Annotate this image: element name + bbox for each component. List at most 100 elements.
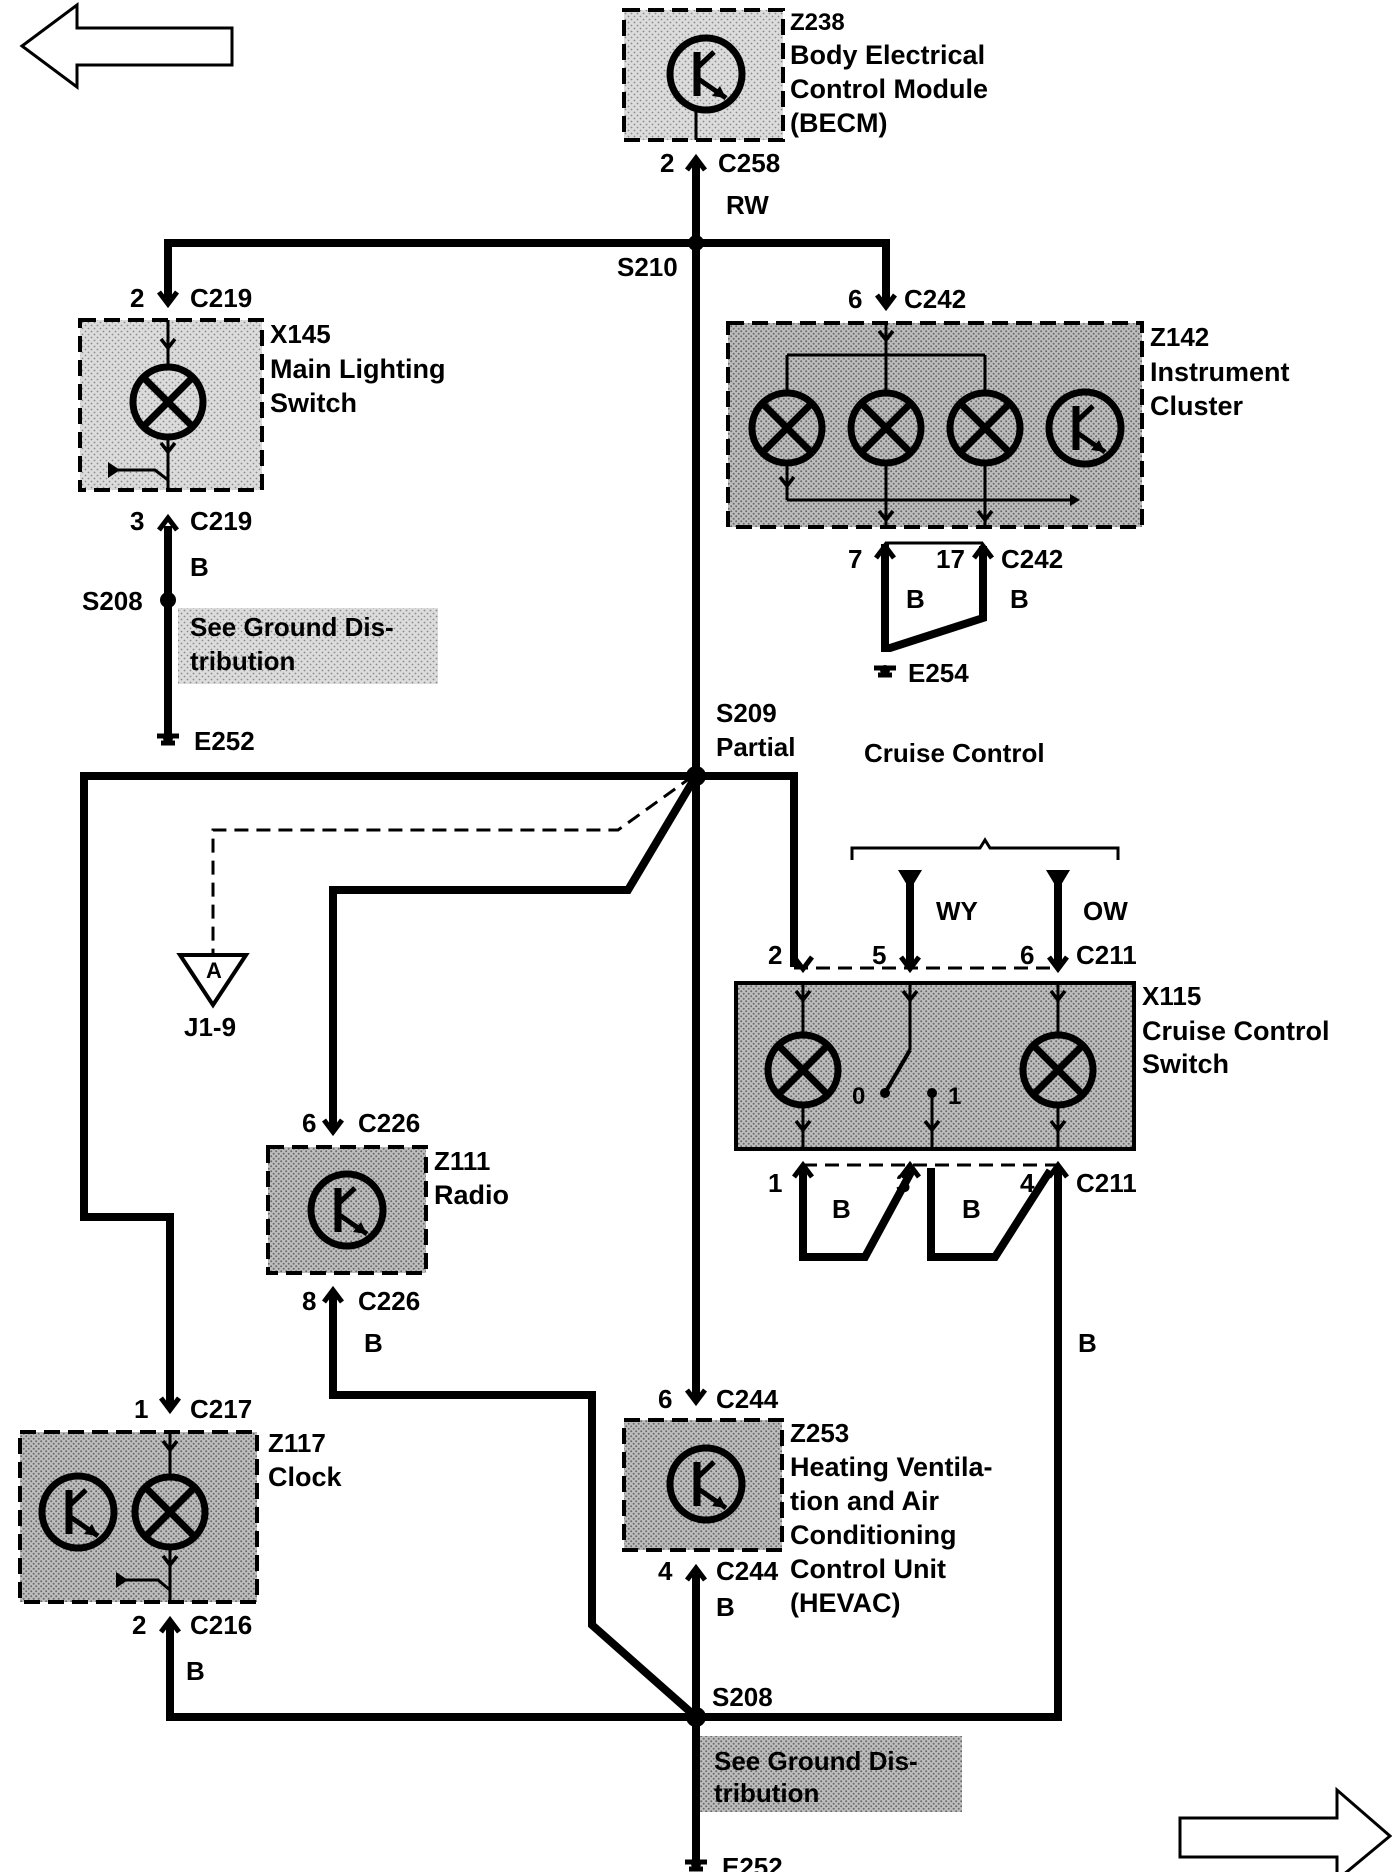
- wire-x115-3-4-jumper: [927, 1168, 1054, 1261]
- wire-wy-label: WY: [936, 896, 978, 926]
- pin-c211-4-label: 4: [1020, 1168, 1035, 1198]
- pin-c211-3-label: 3: [896, 1168, 910, 1198]
- e252-bottom-label: E252: [722, 1852, 783, 1872]
- ground-note-1-shade: [178, 608, 438, 684]
- ground-note-2-line1: See Ground Dis-: [714, 1746, 918, 1776]
- wire-b-c242-17-label: B: [1010, 584, 1029, 614]
- ground-note-2-line2: tribution: [714, 1778, 819, 1808]
- switch-pos-0: 0: [852, 1083, 865, 1110]
- c211-top-label: C211: [1076, 940, 1137, 970]
- x115-sw-blade: [883, 1048, 912, 1095]
- c226-bottom-label: C226: [358, 1286, 420, 1316]
- wire-b-c242-7-label: B: [906, 584, 925, 614]
- becm-id: Z238: [790, 9, 845, 36]
- x115-id: X115: [1142, 981, 1201, 1011]
- wire-radio-ground: [329, 1294, 702, 1723]
- pin-c211-2-label: 2: [768, 940, 782, 970]
- radio-id: Z111: [434, 1146, 490, 1176]
- clock-dimmer-arrowhead-icon: [116, 1572, 128, 1588]
- s210-label: S210: [617, 252, 678, 282]
- pin-c258-label: 2: [660, 148, 674, 178]
- c242-bottom-label: C242: [1001, 544, 1063, 574]
- clock-label: Clock: [268, 1462, 343, 1492]
- x145-label-2: Switch: [270, 388, 357, 418]
- radio-box: [266, 1145, 428, 1275]
- pin-c216-2-label: 2: [132, 1610, 146, 1640]
- pin-c242-6-label: 6: [848, 284, 862, 314]
- hevac-id: Z253: [790, 1418, 849, 1448]
- wire-b-x115-4-label: B: [1078, 1328, 1097, 1358]
- e254-label: E254: [908, 658, 969, 688]
- s209-label: S209: [716, 698, 777, 728]
- wire-x115-1-3-jumper: [799, 1168, 916, 1261]
- switch-pos-1: 1: [948, 1083, 961, 1110]
- becm-label-3: (BECM): [790, 108, 887, 138]
- pin-c226-6-label: 6: [302, 1108, 316, 1138]
- cruise-control-heading: Cruise Control: [864, 738, 1045, 768]
- clock-id: Z117: [268, 1428, 326, 1458]
- wire-b-radio-label: B: [364, 1328, 383, 1358]
- wire-s209-to-x115: [692, 772, 798, 967]
- dashed-ref-line: [211, 774, 694, 955]
- wire-s210-to-x145: [164, 239, 700, 302]
- e252-bottom-ground-icon: [685, 1859, 707, 1869]
- s208-top-node: [160, 592, 176, 608]
- next-page-arrow-icon[interactable]: [1178, 1786, 1392, 1872]
- wire-s209-to-radio: [329, 770, 702, 1128]
- wire-b-x145-label: B: [190, 552, 209, 582]
- prev-page-arrow-icon[interactable]: [19, 2, 234, 90]
- becm-label-2: Control Module: [790, 74, 988, 104]
- wire-x115-4-ground: [692, 1168, 1062, 1721]
- pin-c219-2-label: 2: [130, 283, 144, 313]
- c242-top-label: C242: [904, 284, 966, 314]
- wire-b-clock-label: B: [186, 1656, 205, 1686]
- pin-c242-17-label: 17: [936, 544, 965, 574]
- hevac-label-4: Control Unit: [790, 1554, 946, 1584]
- wire-b-x115-1-label: B: [832, 1194, 851, 1224]
- z142-arrowhead-icon: [1070, 494, 1080, 506]
- c258-label: C258: [718, 148, 780, 178]
- hevac-label-3: Conditioning: [790, 1520, 956, 1550]
- pin-c244-4-label: 4: [658, 1556, 673, 1586]
- wire-ow-label: OW: [1083, 896, 1128, 926]
- s210-node: [688, 235, 704, 251]
- wire-clock-ground: [166, 1624, 700, 1721]
- c226-top-label: C226: [358, 1108, 420, 1138]
- becm-box: [622, 8, 785, 142]
- pin-c244-6-label: 6: [658, 1384, 672, 1414]
- radio-label: Radio: [434, 1180, 509, 1210]
- wire-b-x115-3-label: B: [962, 1194, 981, 1224]
- pin-c219-3-label: 3: [130, 506, 144, 536]
- wire-c242-7-17-ground: [881, 544, 987, 652]
- clock-dimmer-arrow: [120, 1578, 171, 1592]
- wire-s209-to-clock: [80, 772, 700, 1407]
- e252-top-label: E252: [194, 726, 255, 756]
- hevac-label-2: tion and Air: [790, 1486, 939, 1516]
- z142-label-2: Cluster: [1150, 391, 1244, 421]
- hevac-label-5: (HEVAC): [790, 1588, 901, 1618]
- ground-note-1-line1: See Ground Dis-: [190, 612, 394, 642]
- x145-dimmer-arrow: [112, 468, 169, 482]
- x145-id: X145: [270, 319, 331, 349]
- cruise-control-bracket: [850, 837, 1120, 860]
- offpage-ref: J1-9: [184, 1012, 236, 1042]
- wy-arrow-icon: [898, 870, 922, 890]
- ground-note-1-line2: tribution: [190, 646, 295, 676]
- pin-c211-6-label: 6: [1020, 940, 1034, 970]
- pin-c211-1-label: 1: [768, 1168, 782, 1198]
- wire-s210-to-z142: [692, 239, 890, 304]
- hevac-box: [622, 1418, 784, 1552]
- becm-label-1: Body Electrical: [790, 40, 985, 70]
- z142-id: Z142: [1150, 322, 1209, 352]
- z142-label-1: Instrument: [1150, 357, 1290, 387]
- pin-c242-7-label: 7: [848, 544, 862, 574]
- c219-top-label: C219: [190, 283, 252, 313]
- c244-bottom-label: C244: [716, 1556, 779, 1586]
- offpage-letter: A: [206, 958, 222, 983]
- s209-note: Partial: [716, 732, 796, 762]
- pin-c217-1-label: 1: [134, 1394, 148, 1424]
- c216-label: C216: [190, 1610, 252, 1640]
- c219-bottom-label: C219: [190, 506, 252, 536]
